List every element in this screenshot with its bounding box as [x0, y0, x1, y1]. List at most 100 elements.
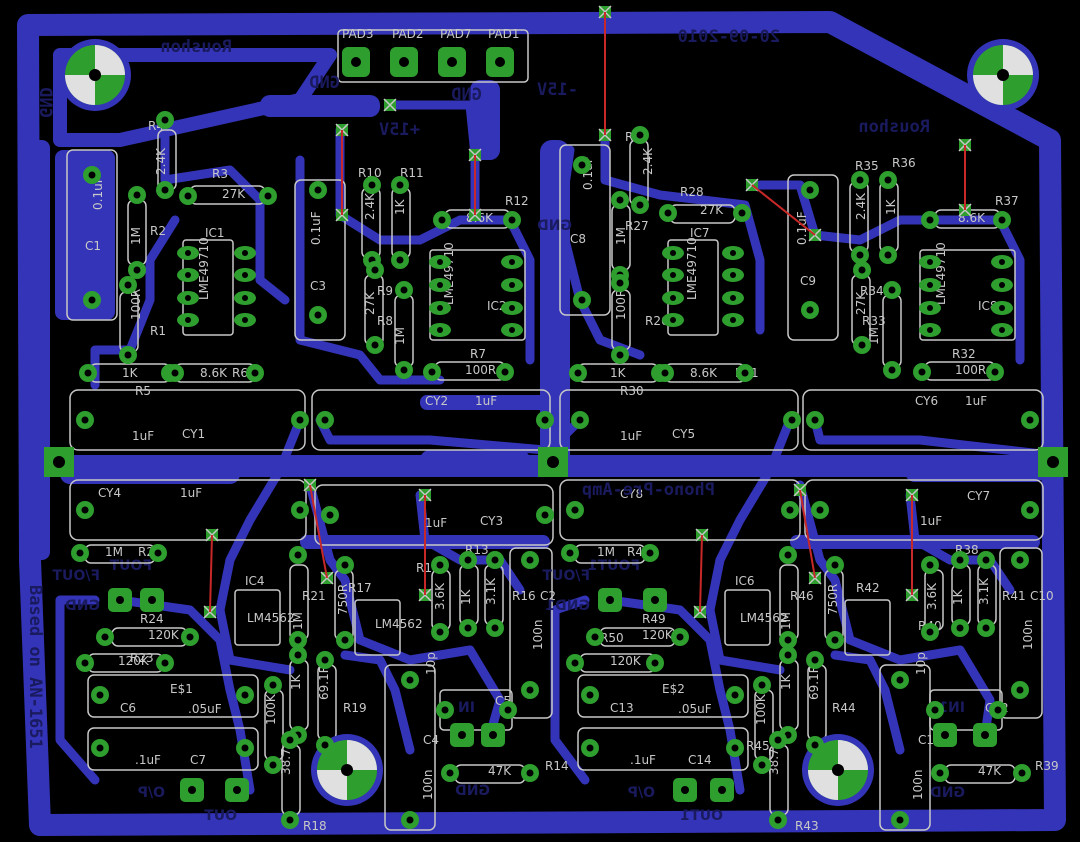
pad — [851, 171, 869, 189]
pad — [499, 701, 517, 719]
component-value: 2.4K — [363, 192, 377, 220]
component-value: 100n — [911, 769, 925, 800]
pad — [659, 204, 677, 222]
component-value: 100R — [129, 289, 143, 320]
through-hole-pads — [71, 111, 1039, 829]
pad — [883, 361, 901, 379]
component-ref: C6 — [120, 701, 136, 715]
connector-label: GND — [537, 218, 572, 234]
mount-hole-top-left — [59, 39, 131, 111]
connector-label: OUT1 — [680, 808, 723, 824]
component-value: 750R — [336, 584, 350, 615]
pad — [486, 551, 504, 569]
connector-pad — [481, 723, 505, 747]
header-text: 20-09-2010 Roushon Roushon GND GND +15V … — [25, 27, 930, 749]
pad — [431, 556, 449, 574]
ic-pin — [177, 246, 199, 260]
pad — [806, 651, 824, 669]
pad — [646, 654, 664, 672]
ic-pin — [722, 268, 744, 282]
pad — [801, 301, 819, 319]
pad — [91, 739, 109, 757]
component-ref: IC6 — [735, 574, 755, 588]
pad — [181, 628, 199, 646]
pad — [779, 546, 797, 564]
component-ref: R21 — [302, 589, 326, 603]
pad — [76, 411, 94, 429]
component-value: 1K — [610, 366, 627, 380]
pad — [561, 544, 579, 562]
pad — [309, 181, 327, 199]
ic-pin — [429, 278, 451, 292]
ic-pin — [177, 313, 199, 327]
pad — [503, 211, 521, 229]
pad — [119, 276, 137, 294]
phono-text: Phono-Pre-Amp — [582, 480, 715, 500]
ic-pin — [177, 268, 199, 282]
pad — [656, 364, 674, 382]
pad — [986, 363, 1004, 381]
ic-pin — [234, 268, 256, 282]
component-ref: R44 — [832, 701, 856, 715]
component-ref: C7 — [190, 753, 206, 767]
component-ref: CY8 — [620, 487, 643, 501]
pad — [289, 546, 307, 564]
pad — [926, 701, 944, 719]
pad — [801, 181, 819, 199]
component-ref: R9 — [377, 284, 393, 298]
component-value: 8.6K — [690, 366, 718, 380]
pad — [236, 686, 254, 704]
author-left-text: Roushon — [160, 37, 232, 57]
component-value: 1M — [129, 227, 143, 245]
component-ref: C4 — [423, 733, 439, 747]
connector-pad — [933, 723, 957, 747]
author-right-text: Roushon — [858, 117, 930, 137]
component-ref: R37 — [995, 194, 1019, 208]
ic-pin — [429, 301, 451, 315]
ic-pin — [501, 323, 523, 337]
pad — [851, 246, 869, 264]
connector-pad — [180, 778, 204, 802]
component-ref: R45 — [746, 739, 770, 753]
pad — [951, 619, 969, 637]
pad — [641, 544, 659, 562]
pad — [573, 156, 591, 174]
component-ref: R42 — [856, 581, 880, 595]
ic-pin — [501, 278, 523, 292]
component-ref: R8 — [377, 314, 393, 328]
connector-label: O/P — [138, 785, 165, 801]
component-value: 69.1R — [317, 665, 331, 700]
minus15-text: -15V — [537, 80, 578, 100]
pad — [536, 411, 554, 429]
top-connector-pads — [342, 47, 514, 77]
component-value: 100R — [465, 363, 496, 377]
component-value: LME49710 — [685, 237, 699, 300]
component-ref: CY1 — [182, 427, 205, 441]
connector-label: F/OUT — [52, 568, 100, 584]
pad — [423, 363, 441, 381]
component-value: 1K — [122, 366, 139, 380]
side-note-text: Based on AN-1651 — [25, 585, 45, 749]
pad — [149, 544, 167, 562]
pad2-label: PAD2 — [392, 27, 424, 41]
connector-label: F/OUT — [542, 568, 590, 584]
pad — [769, 731, 787, 749]
pad — [431, 623, 449, 641]
pad — [921, 556, 939, 574]
date-text: 20-09-2010 — [678, 27, 780, 47]
plus15-text: +15V — [379, 120, 420, 140]
component-value: 1K — [459, 588, 473, 605]
pad — [395, 361, 413, 379]
component-ref: R6 — [232, 366, 248, 380]
pad — [156, 181, 174, 199]
connector-label: GND — [65, 598, 100, 614]
component-value: 1uF — [920, 514, 942, 528]
component-value: 0.1uF — [91, 176, 105, 210]
component-ref: R33 — [862, 314, 886, 328]
component-value: 1M — [105, 545, 123, 559]
component-ref: R34 — [860, 284, 884, 298]
ground-terminals — [44, 447, 1068, 477]
pad — [753, 676, 771, 694]
component-ref: R7 — [470, 347, 486, 361]
ground-ring — [17, 11, 1066, 836]
